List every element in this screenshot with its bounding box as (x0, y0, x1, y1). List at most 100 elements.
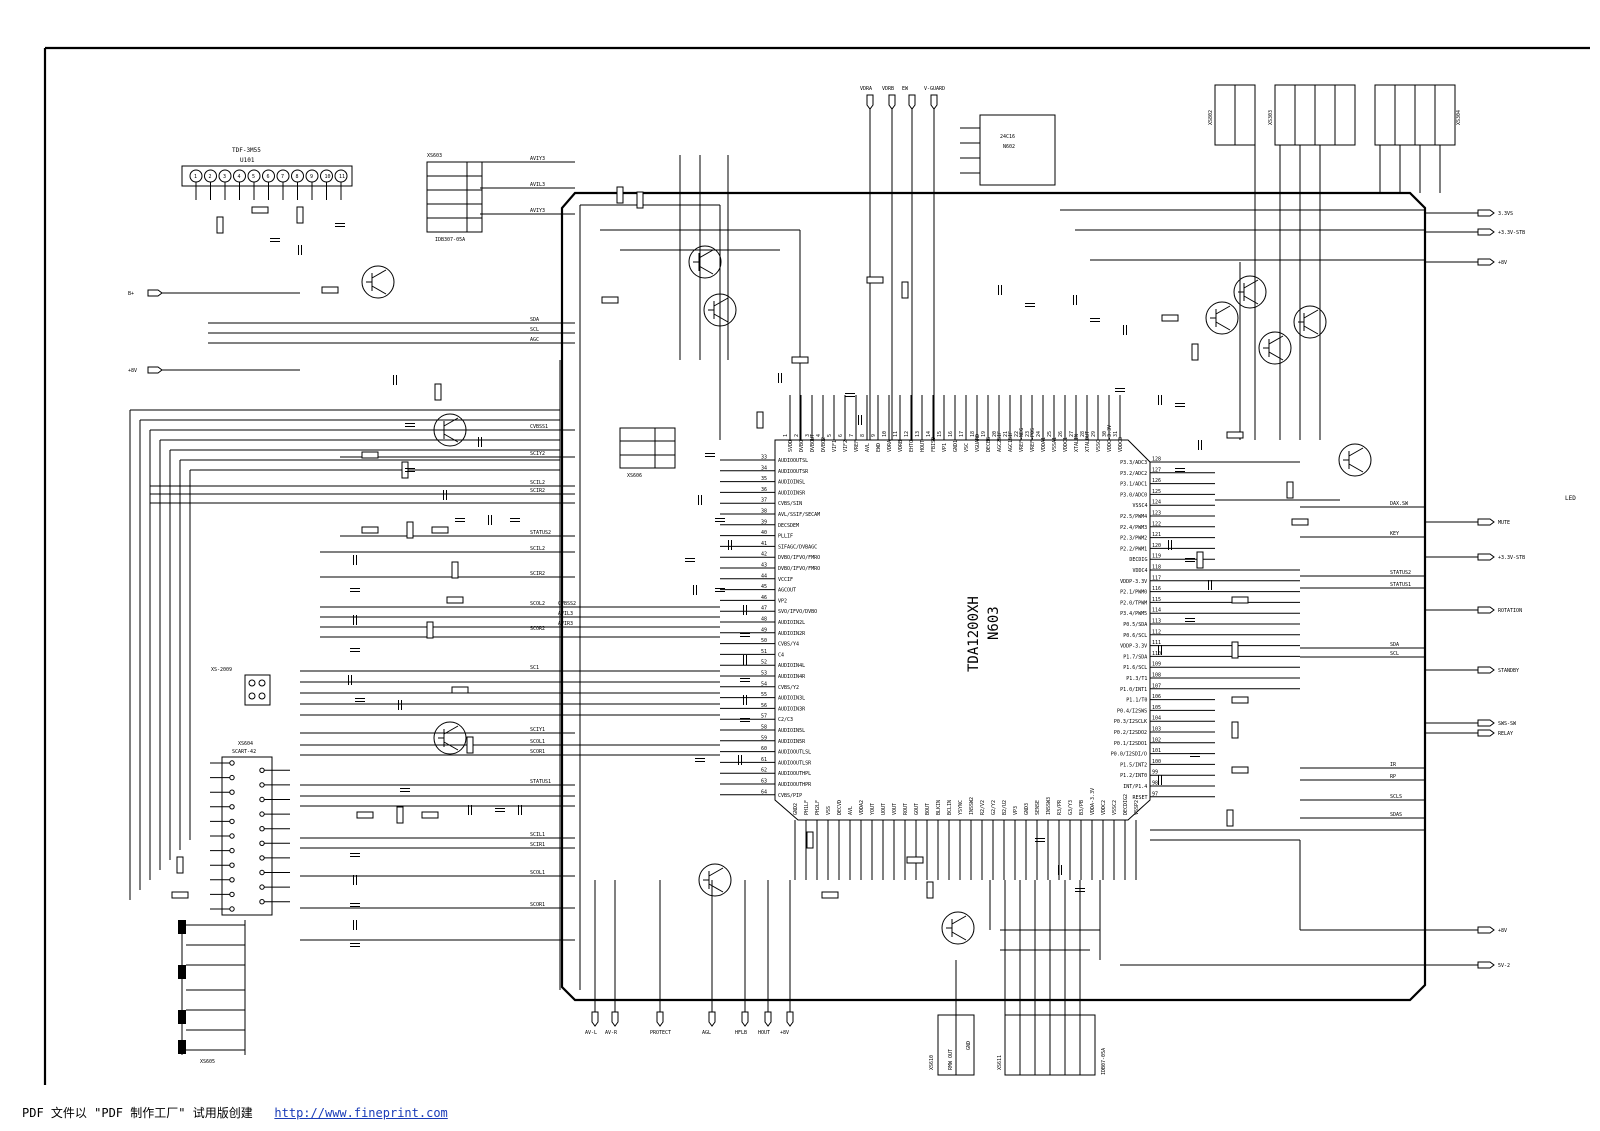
ic-pin-function: P0.3/I2SCLK (1114, 719, 1147, 725)
ic-pin-function: AVL/SSIF/SECAM (778, 512, 820, 518)
ic-pin-number: 123 (1152, 511, 1161, 517)
resistor (1226, 809, 1234, 827)
signal-label: SCOL1 (530, 739, 545, 745)
ic-pin-function: SVDD (788, 440, 794, 452)
io-arrow (741, 1011, 749, 1027)
io-port-label: STANDBY (1498, 668, 1519, 674)
ic-pin-function: G2/Y2 (991, 800, 997, 815)
signal-label: SC1 (530, 665, 539, 671)
ic-pin-number: 60 (761, 746, 767, 752)
transistor (688, 245, 722, 279)
tuner-pin-number: 8 (296, 174, 299, 180)
signal-label: SCIL2 (530, 480, 545, 486)
ic-pin-function: CVBS/Y2 (778, 685, 799, 691)
eeprom-ref: N602 (1003, 144, 1015, 150)
ic-pin-function: AUDIOOUTHPL (778, 771, 811, 777)
ic-pin-number: 104 (1152, 716, 1161, 722)
signal-label: AVIY3 (530, 156, 545, 162)
transistor (1293, 305, 1327, 339)
ext-conn-label: XS603 (427, 153, 442, 159)
resistor (401, 461, 409, 479)
ic-pin-number: 5 (827, 434, 833, 437)
scart-pin (229, 774, 235, 781)
ic-pin-function: PLLIF (778, 534, 793, 540)
signal-label: SCOR2 (530, 626, 545, 632)
transistor (703, 293, 737, 327)
resistor (434, 383, 442, 401)
ic-pin-function: VDDC4 (1133, 568, 1148, 574)
ic-pin-function: AUDIOIN5L (778, 728, 805, 734)
ic-pin-function: DECDIG (1129, 557, 1147, 563)
resistor (791, 356, 809, 364)
ic-pin-function: CVBS/Y4 (778, 642, 799, 648)
ic-pin-function: GND1 (953, 440, 959, 452)
ic-pin-number: 51 (761, 649, 767, 655)
ic-pin-function: VDDP-3.3V (1120, 579, 1147, 585)
ic-pin-function: VSSC (1096, 440, 1102, 452)
ic-pin-function: VDDA-3.3V (1090, 788, 1096, 815)
conn-top-right-2: XS303 (1268, 110, 1274, 125)
ic-pin-function: P1.3/T1 (1126, 676, 1147, 682)
scart-pin (229, 906, 235, 912)
ic-pin-function: AUDIOIN2L (778, 620, 805, 626)
io-arrow (1477, 729, 1495, 737)
ic-pin-number: 59 (761, 735, 767, 741)
scart-pin (259, 811, 265, 817)
ic-pin-function: VREF (854, 440, 860, 452)
ic-pin-number: 37 (761, 498, 767, 504)
ic-pin-function: AGC1SIF (1008, 431, 1014, 452)
tuner-pin-number: 4 (238, 174, 241, 180)
transistor (433, 721, 467, 755)
ic-pin-number: 128 (1152, 457, 1161, 463)
scart-pin (229, 847, 235, 854)
io-arrow (1477, 258, 1495, 266)
ic-pin-number: 22 (1014, 431, 1020, 437)
ic-pin-function: AUDIOOUTSR (778, 469, 809, 475)
ic-pin-function: P1.5/INT2 (1120, 762, 1147, 768)
resistor (171, 891, 189, 899)
ic-pin-function: CVBS/SIN (778, 501, 802, 507)
footer-link[interactable]: http://www.fineprint.com (274, 1106, 448, 1120)
ic-pin-function: P0.5/SDA (1123, 622, 1147, 628)
io-arrow (708, 1011, 716, 1027)
resistor (321, 286, 339, 294)
ic-pin-number: 62 (761, 768, 767, 774)
ic-pin-function: VCCIF (778, 577, 793, 583)
ic-pin-function: VDRA (887, 440, 893, 452)
ic-pin-number: 116 (1152, 586, 1161, 592)
ic-pin-number: 111 (1152, 640, 1161, 646)
signal-label: SCIY2 (530, 451, 545, 457)
ic-pin-number: 35 (761, 476, 767, 482)
ic-pin-number: 18 (970, 431, 976, 437)
ic-pin-number: 42 (761, 552, 767, 558)
resistor (431, 526, 449, 534)
xs606-connector: XS606 (619, 427, 676, 479)
signal-label: CVBSS2 (558, 601, 576, 607)
scart-pin (259, 826, 265, 832)
ic-pin-function: VDDC1 (1063, 437, 1069, 452)
ic-pin-number: 118 (1152, 565, 1161, 571)
ic-pin-function: AGCOUT (778, 588, 796, 594)
io-port-label: AV-L (585, 1030, 597, 1036)
ic-pin-function: VSSC4 (1133, 503, 1148, 509)
io-port-label: HFLB (735, 1030, 747, 1036)
ic-pin-function: GND2 (793, 803, 799, 815)
ic-pin-function: AVL (865, 443, 871, 452)
ic-pin-number: 28 (1080, 431, 1086, 437)
ic-pin-function: R3/PR (1057, 799, 1063, 815)
ic-pin-number: 39 (761, 519, 767, 525)
ic-pin-function: P2.2/PWM1 (1120, 546, 1147, 552)
ic-pin-function: VGUARD (975, 434, 981, 452)
ic-pin-function: DECDIG2 (1123, 794, 1129, 815)
resistor (1231, 766, 1249, 774)
io-port-label: +8V (1498, 928, 1507, 934)
ic-pin-function: SIFAGC/DVBAGC (778, 544, 817, 550)
scart-pin (229, 760, 235, 766)
ic-pin-function: ROUT (903, 803, 909, 815)
jack-ref: XS-2009 (211, 667, 232, 673)
ic-pin-function: DECSDEM (778, 523, 799, 529)
signal-label: STATUS1 (530, 779, 551, 785)
scart-pin (229, 789, 235, 795)
